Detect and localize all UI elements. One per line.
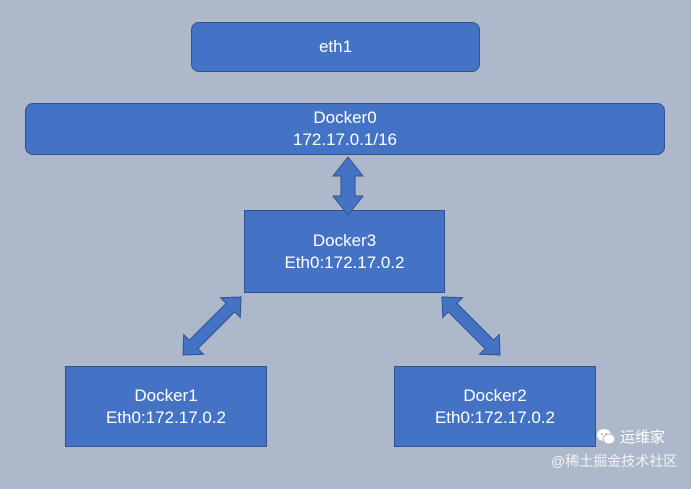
docker0-bridge-node: Docker0 172.17.0.1/16 xyxy=(25,103,665,155)
arrow-docker3-docker2 xyxy=(441,296,501,356)
docker2-ip: Eth0:172.17.0.2 xyxy=(434,407,556,427)
docker2-node: Docker2 Eth0:172.17.0.2 xyxy=(394,366,596,447)
brand-text: 运维家 xyxy=(620,429,666,446)
arrow-docker0-docker3 xyxy=(331,156,365,216)
community-text: @稀土掘金技术社区 xyxy=(551,453,678,469)
docker3-label: Docker3 xyxy=(312,230,377,250)
docker1-node: Docker1 Eth0:172.17.0.2 xyxy=(65,366,267,447)
watermark-brand: 运维家 xyxy=(596,426,665,447)
eth1-label: eth1 xyxy=(318,37,353,56)
docker0-label: Docker0 xyxy=(313,108,377,127)
docker1-ip: Eth0:172.17.0.2 xyxy=(105,407,227,427)
docker2-label: Docker2 xyxy=(463,385,527,405)
eth1-node: eth1 xyxy=(191,22,480,72)
arrow-docker3-docker1 xyxy=(182,296,242,356)
docker3-ip: Eth0:172.17.0.2 xyxy=(284,252,405,272)
watermark-community: @稀土掘金技术社区 xyxy=(551,451,677,471)
wechat-icon xyxy=(597,428,616,444)
docker3-node: Docker3 Eth0:172.17.0.2 xyxy=(244,210,445,293)
docker1-label: Docker1 xyxy=(134,385,198,405)
docker0-ip: 172.17.0.1/16 xyxy=(293,130,397,149)
